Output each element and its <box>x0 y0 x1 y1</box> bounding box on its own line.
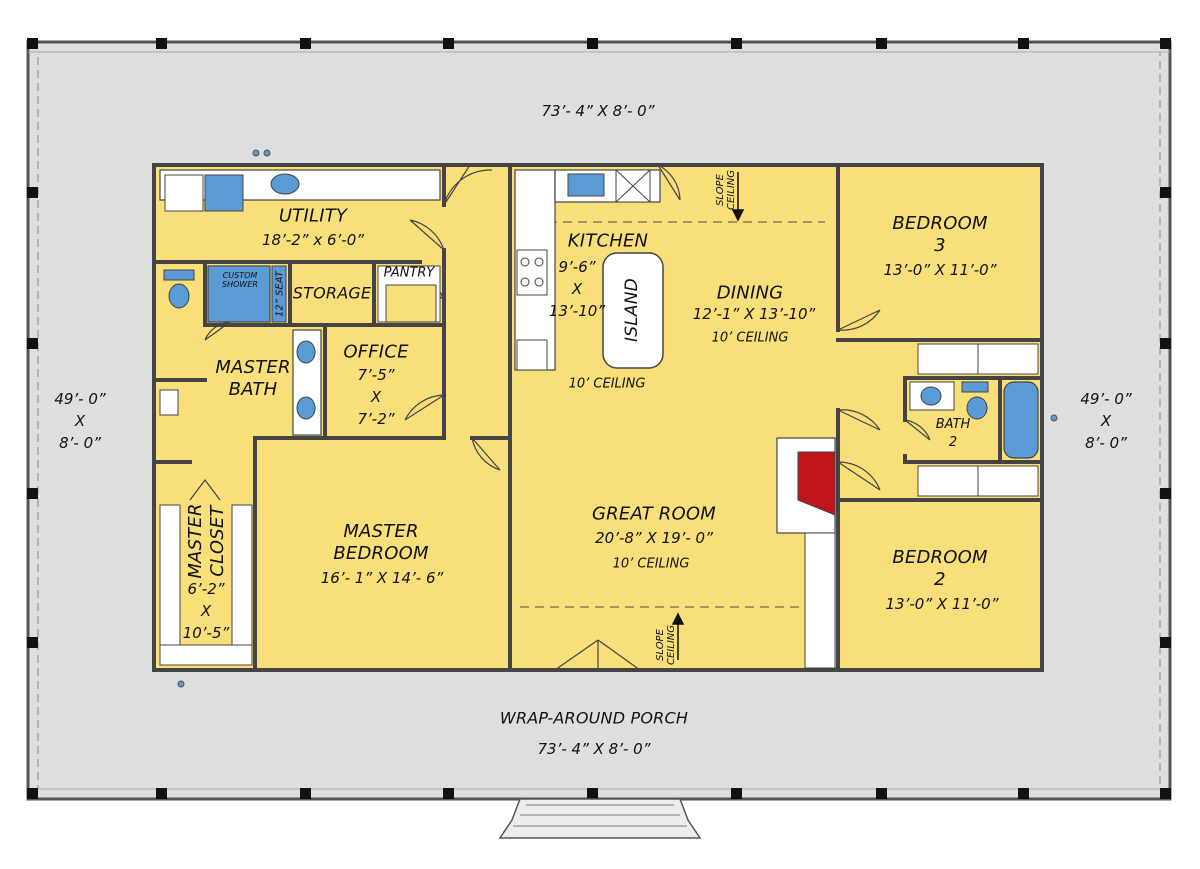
fireplace <box>776 437 836 669</box>
kitchen-island <box>602 252 664 369</box>
walls <box>152 163 1044 672</box>
porch-posts <box>27 38 1171 799</box>
bedroom-closets <box>917 343 1039 497</box>
master-closet-shelving <box>159 504 253 666</box>
pantry-shelves <box>377 265 441 323</box>
utility-counter <box>159 169 441 212</box>
slope-arrows <box>671 172 745 660</box>
front-steps <box>498 798 702 839</box>
kitchen-counters <box>514 169 661 371</box>
bath2-fixtures <box>909 381 1039 459</box>
house-floor <box>154 165 1042 670</box>
ceiling-break-lines <box>520 221 825 608</box>
master-bath-fixtures <box>159 265 322 436</box>
hose-bibs <box>177 149 1058 688</box>
